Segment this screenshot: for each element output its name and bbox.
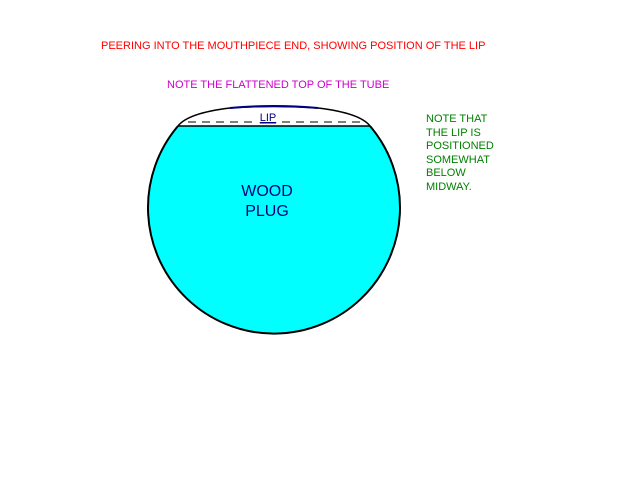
lip-label: LIP	[260, 112, 277, 124]
lip-position-note-line: THE LIP IS	[426, 126, 481, 139]
tube-outline	[147, 125, 401, 335]
lip-position-note-line: POSITIONED	[426, 140, 494, 152]
wood-plug-region	[148, 126, 401, 334]
lip-position-note: NOTE THAT THE LIP IS POSITIONED SOMEWHAT…	[426, 113, 494, 194]
lip-position-note-line: BELOW	[426, 167, 466, 179]
wood-plug-label-line1: WOOD	[241, 183, 293, 200]
title-caption: PEERING INTO THE MOUTHPIECE END, SHOWING…	[101, 40, 486, 52]
wood-plug-label-line2: PLUG	[245, 203, 289, 220]
flattened-top-highlight	[229, 105, 319, 109]
lip-position-note-line: NOTE THAT	[426, 113, 488, 125]
lip-position-note-line: MIDWAY.	[426, 180, 472, 193]
lip-position-note-line: SOMEWHAT	[426, 153, 490, 166]
flattened-top-note: NOTE THE FLATTENED TOP OF THE TUBE	[167, 79, 390, 91]
